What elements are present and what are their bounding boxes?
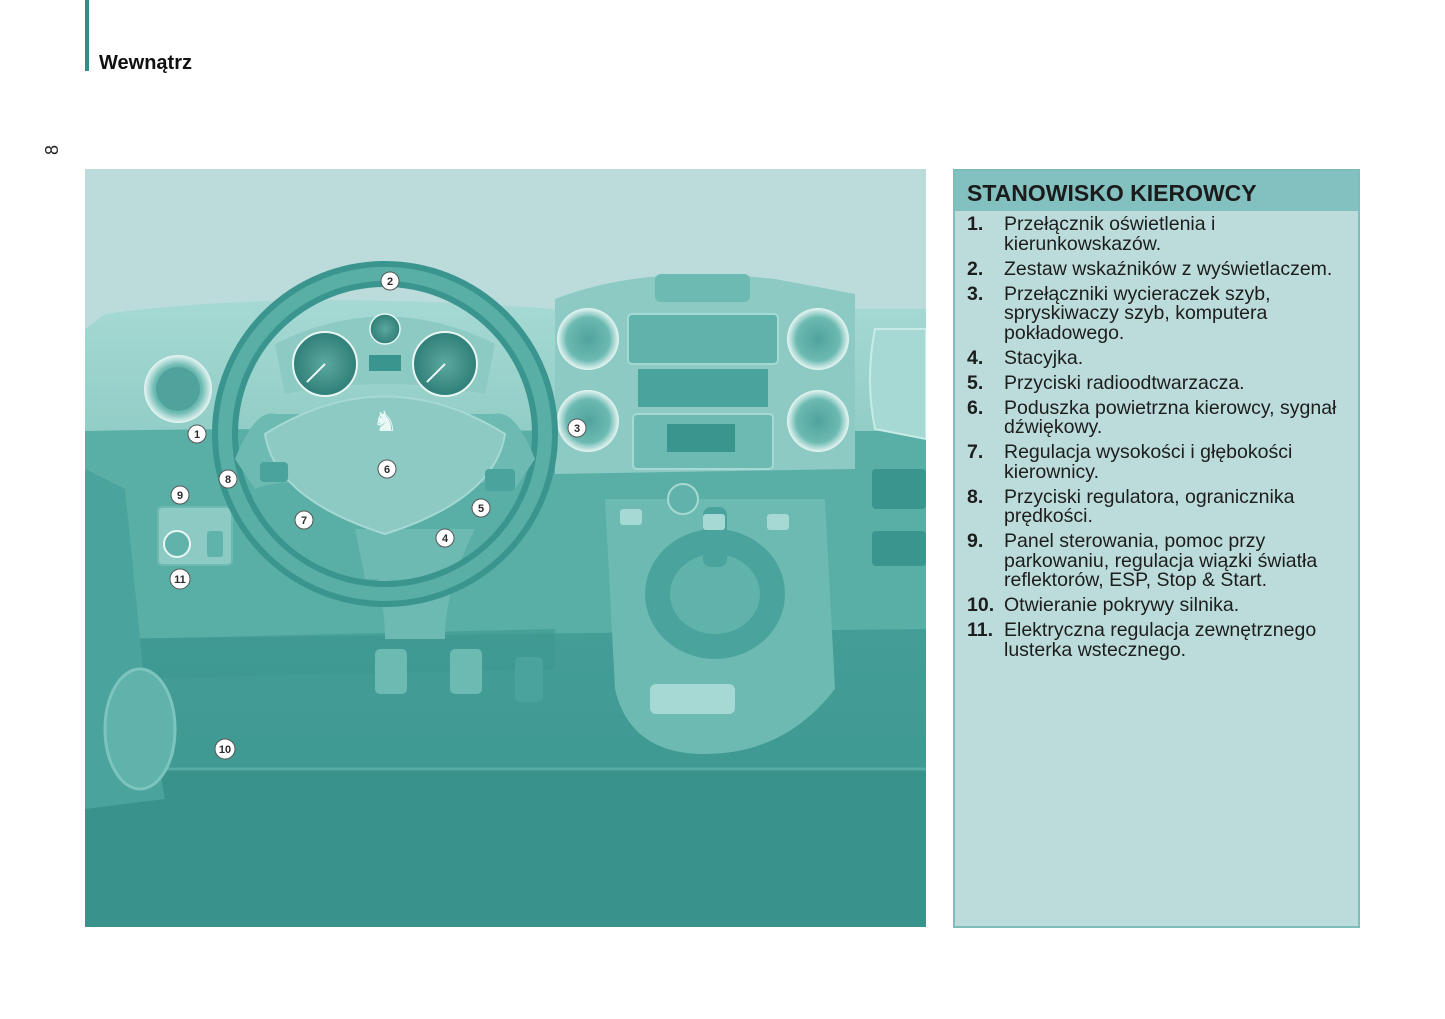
callout-11: 11: [170, 569, 190, 589]
floor-carpet: [85, 769, 926, 927]
legend-list: 1.Przełącznik oświetlenia i kierunkowska…: [955, 211, 1358, 660]
item-text: Otwieranie pokrywy silnika.: [1004, 596, 1348, 616]
callout-9: 9: [171, 486, 189, 504]
climate-display: [667, 424, 735, 452]
item-number: 8.: [967, 488, 1004, 527]
top-display: [655, 274, 750, 302]
item-text: Regulacja wysokości i głębokości kierown…: [1004, 443, 1348, 482]
center-vent-right-bottom: [787, 390, 849, 452]
callout-5: 5: [472, 499, 490, 517]
accelerator-pedal: [515, 657, 543, 702]
callout-7: 7: [295, 511, 313, 529]
svg-text:7: 7: [301, 515, 307, 527]
item-number: 5.: [967, 374, 1004, 394]
storage-slot: [638, 369, 768, 407]
item-text: Stacyjka.: [1004, 349, 1348, 369]
list-item: 3.Przełączniki wycieraczek szyb, spryski…: [967, 285, 1348, 344]
center-vent-left-top: [557, 308, 619, 370]
item-text: Panel sterowania, pomoc przy parkowaniu,…: [1004, 532, 1348, 591]
item-text: Przyciski regulatora, ogranicznika prędk…: [1004, 488, 1348, 527]
wheel-buttons-right: [485, 469, 515, 491]
item-text: Elektryczna regulacja zewnętrznego luste…: [1004, 621, 1348, 660]
mirror-knob: [164, 531, 190, 557]
svg-text:8: 8: [225, 474, 231, 486]
right-storage-top: [872, 469, 926, 509]
svg-text:3: 3: [574, 423, 580, 435]
wheel-buttons-left: [260, 462, 288, 482]
right-storage-bottom: [872, 531, 926, 566]
item-number: 2.: [967, 260, 1004, 280]
page-number: 8: [40, 138, 64, 162]
list-item: 1.Przełącznik oświetlenia i kierunkowska…: [967, 215, 1348, 254]
callout-2: 2: [381, 272, 399, 290]
left-vent-inner: [156, 367, 200, 411]
item-number: 1.: [967, 215, 1004, 254]
brake-pedal: [450, 649, 482, 694]
list-item: 9.Panel sterowania, pomoc przy parkowani…: [967, 532, 1348, 591]
callout-10: 10: [215, 739, 235, 759]
center-vent-left-bottom: [557, 390, 619, 452]
callout-3: 3: [568, 419, 586, 437]
svg-text:5: 5: [478, 503, 484, 515]
item-text: Przełącznik oświetlenia i kierunkowskazó…: [1004, 215, 1348, 254]
steering-wheel-lower-spoke: [355, 529, 415, 579]
list-item: 5.Przyciski radioodtwarzacza.: [967, 374, 1348, 394]
item-text: Przełączniki wycieraczek szyb, spryskiwa…: [1004, 285, 1348, 344]
cupholder: [650, 684, 735, 714]
list-item: 6.Poduszka powietrzna kierowcy, sygnał d…: [967, 399, 1348, 438]
svg-text:2: 2: [387, 276, 393, 288]
legend-panel: STANOWISKO KIEROWCY 1.Przełącznik oświet…: [953, 169, 1360, 928]
door-pocket: [105, 669, 175, 789]
center-vent-right-top: [787, 308, 849, 370]
radio-unit: [628, 314, 778, 364]
item-text: Przyciski radioodtwarzacza.: [1004, 374, 1348, 394]
section-title: Wewnątrz: [99, 52, 192, 75]
gear-knob: [668, 484, 698, 514]
console-button-3: [767, 514, 789, 530]
brand-logo: ♞: [372, 405, 397, 438]
list-item: 2.Zestaw wskaźników z wyświetlaczem.: [967, 260, 1348, 280]
panel-title: STANOWISKO KIEROWCY: [955, 171, 1358, 211]
glovebox: [870, 329, 926, 439]
item-number: 6.: [967, 399, 1004, 438]
callout-4: 4: [436, 529, 454, 547]
item-number: 10.: [967, 596, 1004, 616]
svg-text:4: 4: [442, 533, 449, 545]
dashboard-drawing: ♞ 1 2 3 4 5 6 7 8 9 10 11: [85, 169, 926, 927]
clutch-pedal: [375, 649, 407, 694]
list-item: 10.Otwieranie pokrywy silnika.: [967, 596, 1348, 616]
callout-1: 1: [188, 425, 206, 443]
item-text: Poduszka powietrzna kierowcy, sygnał dźw…: [1004, 399, 1348, 438]
svg-text:9: 9: [177, 490, 183, 502]
list-item: 7.Regulacja wysokości i głębokości kiero…: [967, 443, 1348, 482]
cluster-display: [369, 355, 401, 371]
svg-text:6: 6: [384, 464, 390, 476]
mirror-switch: [207, 531, 223, 557]
callout-6: 6: [378, 460, 396, 478]
item-text: Zestaw wskaźników z wyświetlaczem.: [1004, 260, 1348, 280]
header-accent-bar: [85, 0, 89, 71]
item-number: 11.: [967, 621, 1004, 660]
console-button-2: [703, 514, 725, 530]
item-number: 7.: [967, 443, 1004, 482]
dashboard-illustration: ♞ 1 2 3 4 5 6 7 8 9 10 11: [85, 169, 926, 927]
list-item: 4.Stacyjka.: [967, 349, 1348, 369]
item-number: 4.: [967, 349, 1004, 369]
callout-8: 8: [219, 470, 237, 488]
console-button-1: [620, 509, 642, 525]
item-number: 3.: [967, 285, 1004, 344]
svg-text:10: 10: [219, 744, 231, 756]
item-number: 9.: [967, 532, 1004, 591]
list-item: 8.Przyciski regulatora, ogranicznika prę…: [967, 488, 1348, 527]
svg-text:1: 1: [194, 429, 200, 441]
list-item: 11.Elektryczna regulacja zewnętrznego lu…: [967, 621, 1348, 660]
small-gauge: [370, 314, 400, 344]
svg-text:11: 11: [174, 574, 186, 586]
